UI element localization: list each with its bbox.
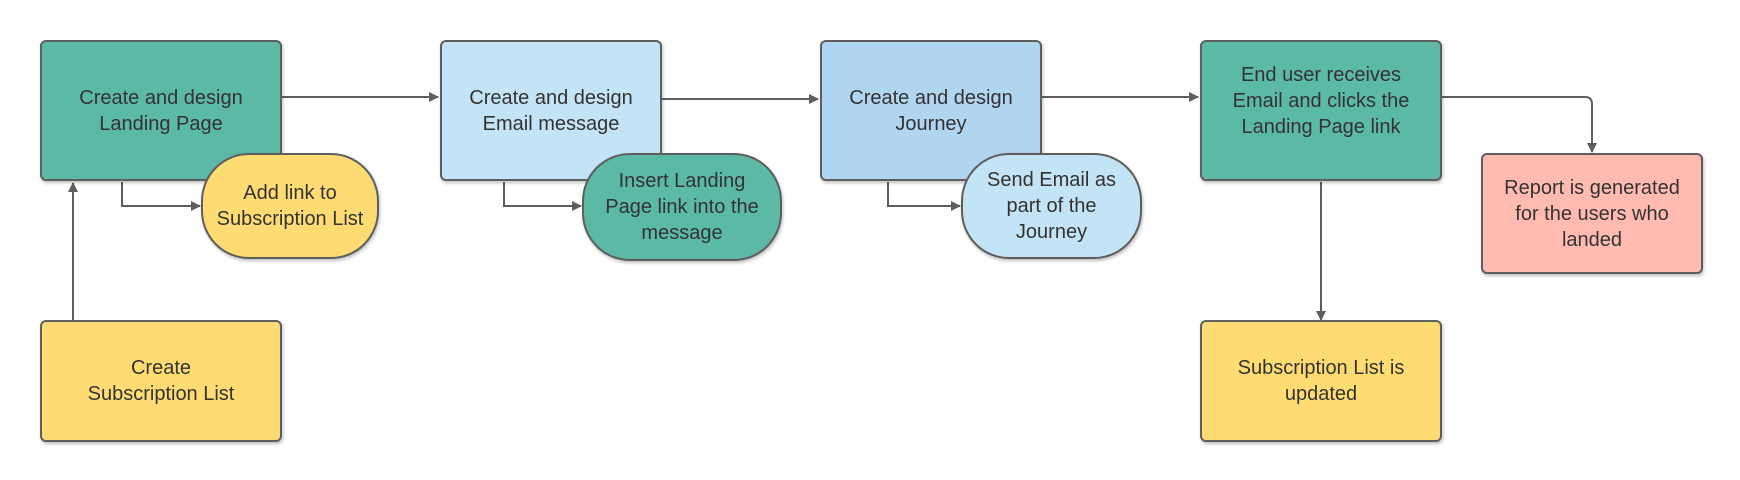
node-send-email-journey[interactable]: Send Email as part of the Journey (961, 153, 1142, 259)
arrow-email-to-insert-link (503, 182, 582, 211)
node-add-link-subscription[interactable]: Add link to Subscription List (201, 153, 379, 259)
node-create-subscription-list[interactable]: Create Subscription List (40, 320, 282, 442)
node-report-generated[interactable]: Report is generated for the users who la… (1481, 153, 1703, 274)
arrow-end-user-to-report (1442, 96, 1597, 153)
node-insert-landing-link[interactable]: Insert Landing Page link into the messag… (582, 153, 782, 261)
arrow-journey-to-send-email (887, 182, 961, 211)
node-end-user-receives[interactable]: End user receives Email and clicks the L… (1200, 40, 1442, 181)
arrow-landing-to-add-link (121, 182, 201, 211)
node-subscription-updated[interactable]: Subscription List is updated (1200, 320, 1442, 442)
